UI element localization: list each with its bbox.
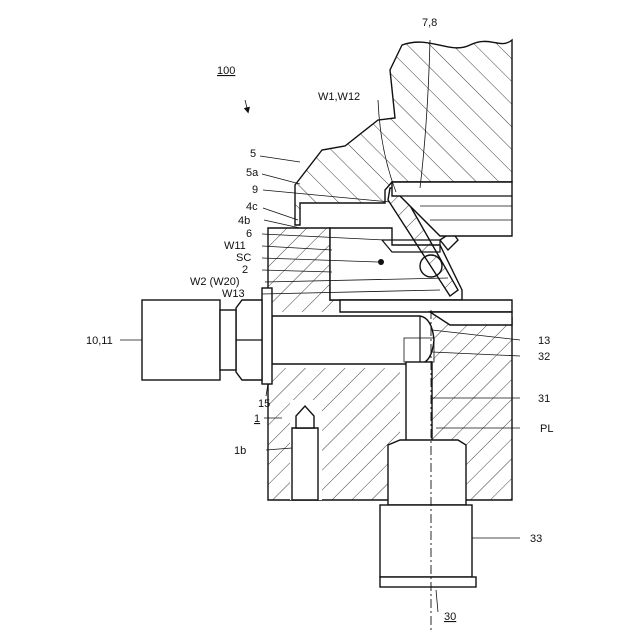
- washer-15: [262, 288, 272, 384]
- label-2: 2: [242, 264, 248, 276]
- actuator-neck: [220, 310, 236, 370]
- label-7-8: 7,8: [422, 17, 437, 29]
- label-5: 5: [250, 148, 256, 160]
- sensor-1b: [292, 428, 318, 500]
- label-w2-w20: W2 (W20): [190, 276, 240, 288]
- label-w11: W11: [224, 240, 246, 252]
- actuator-10-11: [142, 300, 220, 380]
- label-sc: SC: [236, 252, 251, 264]
- label-32: 32: [538, 351, 550, 363]
- label-33: 33: [530, 533, 542, 545]
- label-pl: PL: [540, 423, 553, 435]
- label-4b: 4b: [238, 215, 250, 227]
- label-1b: 1b: [234, 445, 246, 457]
- label-15: 15: [258, 398, 270, 410]
- label-4c: 4c: [246, 201, 258, 213]
- label-5a: 5a: [246, 167, 259, 179]
- label-13: 13: [538, 335, 550, 347]
- label-100: 100: [217, 65, 235, 77]
- label-1: 1: [254, 413, 260, 425]
- label-w1-w12: W1,W12: [318, 91, 360, 103]
- label-6: 6: [246, 228, 252, 240]
- bolt-13: [272, 316, 434, 364]
- housing-33: [380, 505, 472, 577]
- base-plate: [380, 577, 476, 587]
- label-30: 30: [444, 611, 456, 623]
- label-w13: W13: [222, 288, 245, 300]
- label-9: 9: [252, 184, 258, 196]
- ledge: [340, 300, 512, 312]
- label-10-11: 10,11: [86, 335, 113, 347]
- label-31: 31: [538, 393, 550, 405]
- sc-point: [378, 259, 384, 265]
- pin-31: [406, 362, 432, 442]
- housing-upper: [388, 440, 466, 505]
